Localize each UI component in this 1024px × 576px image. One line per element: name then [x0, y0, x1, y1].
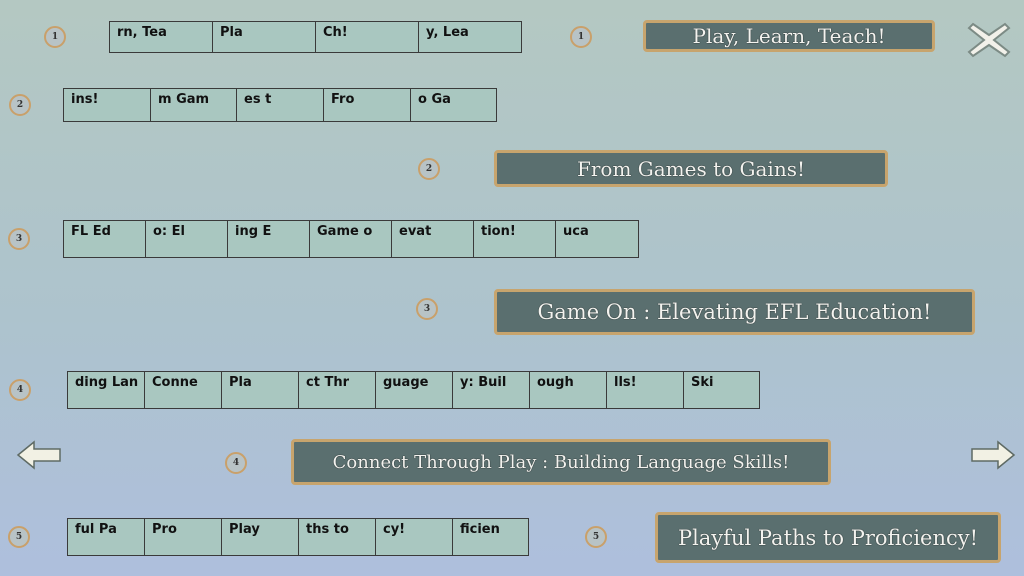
puzzle-number-badge: 5 [8, 526, 30, 548]
answer-button[interactable]: Playful Paths to Proficiency! [655, 512, 1001, 563]
word-tile[interactable]: rn, Tea [110, 22, 213, 52]
word-tile-strip: ins! m Gam es t Fro o Ga [63, 88, 497, 122]
close-button[interactable] [967, 20, 1011, 60]
word-tile[interactable]: m Gam [151, 89, 237, 121]
answer-button[interactable]: Game On : Elevating EFL Education! [494, 289, 975, 335]
word-tile[interactable]: Fro [324, 89, 411, 121]
arrow-left-icon [16, 440, 61, 470]
word-tile-strip: ful Pa Pro Play ths to cy! ficien [67, 518, 529, 556]
puzzle-number-badge: 3 [8, 228, 30, 250]
word-tile[interactable]: y, Lea [419, 22, 521, 52]
word-tile[interactable]: Conne [145, 372, 222, 408]
answer-button[interactable]: Connect Through Play : Building Language… [291, 439, 831, 485]
answer-number-badge: 1 [570, 26, 592, 48]
word-tile[interactable]: guage [376, 372, 453, 408]
word-tile[interactable]: Play [222, 519, 299, 555]
answer-number-badge: 2 [418, 158, 440, 180]
word-tile[interactable]: Pla [222, 372, 299, 408]
arrow-right-icon [971, 440, 1016, 470]
word-tile[interactable]: o Ga [411, 89, 496, 121]
word-tile[interactable]: ding Lan [68, 372, 145, 408]
word-tile[interactable]: cy! [376, 519, 453, 555]
answer-number-badge: 3 [416, 298, 438, 320]
word-tile[interactable]: ct Thr [299, 372, 376, 408]
word-tile[interactable]: Pla [213, 22, 316, 52]
word-tile-strip: rn, Tea Pla Ch! y, Lea [109, 21, 522, 53]
word-tile[interactable]: uca [556, 221, 638, 257]
word-tile[interactable]: ficien [453, 519, 528, 555]
word-tile[interactable]: ins! [64, 89, 151, 121]
word-tile-strip: FL Ed o: El ing E Game o evat tion! uca [63, 220, 639, 258]
word-tile[interactable]: ths to [299, 519, 376, 555]
word-tile[interactable]: Pro [145, 519, 222, 555]
word-tile[interactable]: es t [237, 89, 324, 121]
word-tile-strip: ding Lan Conne Pla ct Thr guage y: Buil … [67, 371, 760, 409]
word-tile[interactable]: tion! [474, 221, 556, 257]
close-x-icon [967, 22, 1011, 58]
word-tile[interactable]: Game o [310, 221, 392, 257]
answer-button[interactable]: From Games to Gains! [494, 150, 888, 187]
word-tile[interactable]: ough [530, 372, 607, 408]
answer-number-badge: 4 [225, 452, 247, 474]
word-tile[interactable]: FL Ed [64, 221, 146, 257]
answer-number-badge: 5 [585, 526, 607, 548]
puzzle-number-badge: 2 [9, 94, 31, 116]
word-tile[interactable]: ing E [228, 221, 310, 257]
puzzle-number-badge: 1 [44, 26, 66, 48]
word-tile[interactable]: lls! [607, 372, 684, 408]
word-tile[interactable]: o: El [146, 221, 228, 257]
word-tile[interactable]: evat [392, 221, 474, 257]
next-button[interactable] [970, 440, 1016, 470]
answer-button[interactable]: Play, Learn, Teach! [643, 20, 935, 52]
word-tile[interactable]: Ski [684, 372, 759, 408]
previous-button[interactable] [16, 440, 62, 470]
word-tile[interactable]: ful Pa [68, 519, 145, 555]
puzzle-number-badge: 4 [9, 379, 31, 401]
word-tile[interactable]: y: Buil [453, 372, 530, 408]
word-tile[interactable]: Ch! [316, 22, 419, 52]
